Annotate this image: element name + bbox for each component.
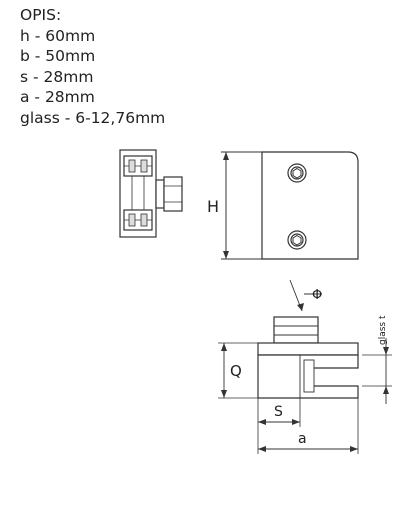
spec-list: OPIS: h - 60mm b - 50mm s - 28mm a - 28m… bbox=[20, 5, 165, 128]
front-view-plate bbox=[261, 151, 359, 260]
glass-label: glass t bbox=[378, 315, 388, 345]
upper-screw-icon bbox=[287, 163, 307, 183]
h-label: H bbox=[207, 197, 219, 216]
spec-title: OPIS: bbox=[20, 6, 62, 24]
section-stud bbox=[273, 316, 319, 344]
a-label: a bbox=[298, 431, 307, 447]
section-upper-jaw bbox=[257, 342, 359, 356]
s-label: S bbox=[274, 404, 283, 420]
side-view bbox=[119, 149, 183, 238]
spec-row-s: s - 28mm bbox=[20, 67, 94, 86]
spec-row-b: b - 50mm bbox=[20, 47, 96, 65]
side-view-stud bbox=[155, 179, 165, 209]
spec-row-h: h - 60mm bbox=[20, 26, 96, 45]
spec-row-a: a - 28mm bbox=[20, 88, 95, 106]
q-label: Q bbox=[230, 362, 242, 380]
lower-screw-icon bbox=[287, 230, 307, 250]
section-view: Φ glass t Q S bbox=[218, 279, 392, 454]
phi-label: Φ bbox=[312, 288, 322, 303]
spec-row-glass: glass - 6-12,76mm bbox=[20, 108, 166, 127]
front-view: H bbox=[207, 151, 359, 260]
